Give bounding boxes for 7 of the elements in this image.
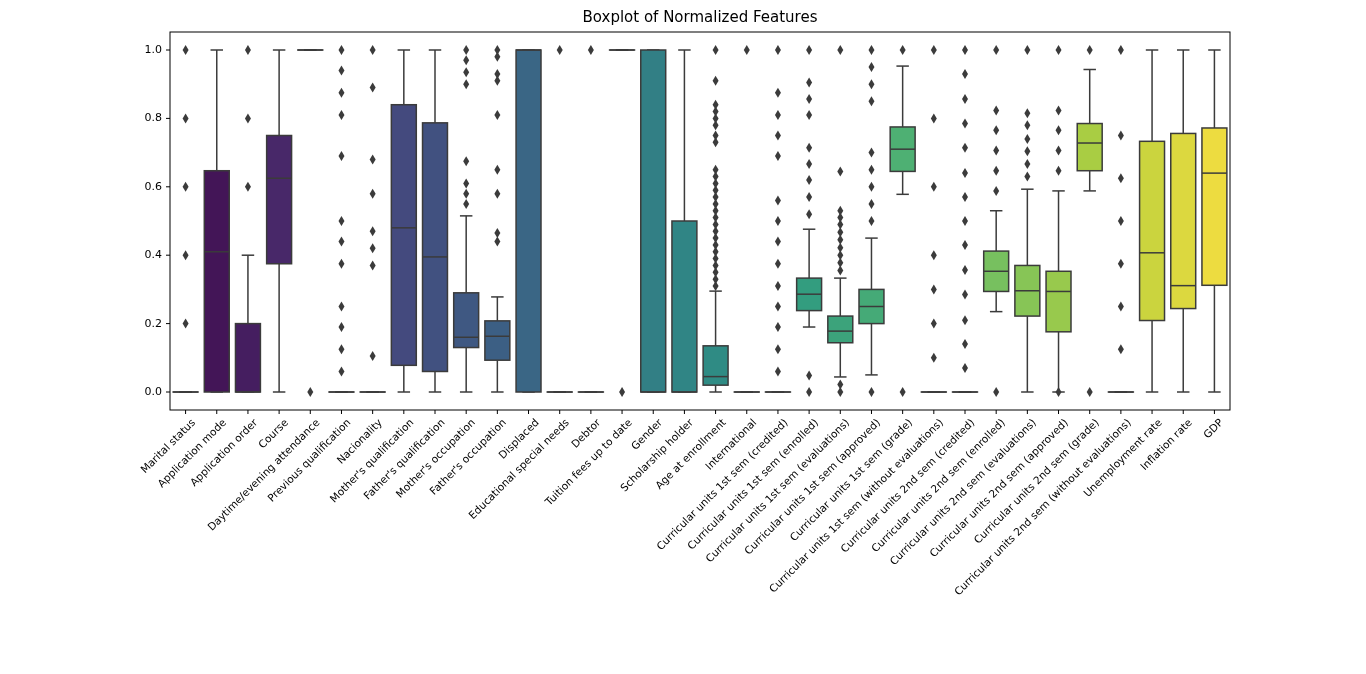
axis-tick-label: 0.6: [143, 179, 162, 193]
axis-tick-label: 1.0: [143, 43, 162, 56]
axis-tick-label: 0.0: [143, 385, 162, 398]
axis-tick-label: 0.8: [143, 111, 162, 125]
axis-tick-label: 0.2: [143, 316, 162, 330]
chart-title: Boxplot of Normalized Features: [581, 8, 819, 26]
axis-tick-label: 0.4: [143, 248, 162, 262]
